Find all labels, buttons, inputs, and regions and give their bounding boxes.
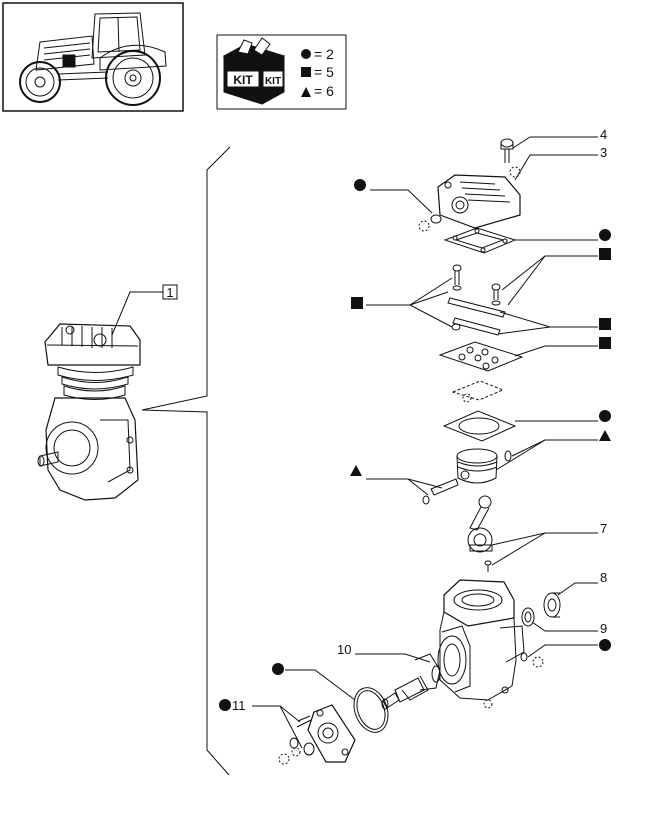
valve-strip-lower	[452, 317, 501, 336]
square-symbol-icon	[301, 67, 311, 77]
kit-legend: KIT KIT = 2 = 5 = 6	[216, 34, 347, 110]
callout-11: 11	[232, 698, 246, 713]
bearing	[521, 607, 535, 627]
crankcase	[437, 579, 525, 701]
connecting-rod	[467, 495, 493, 572]
kit-label-right: KIT	[265, 76, 281, 87]
kit-box-icon: KIT KIT	[222, 37, 286, 105]
triangle-symbol-icon	[301, 87, 311, 97]
leader-lines	[252, 136, 598, 749]
callout-3: 3	[600, 145, 607, 160]
circle-callout-icon	[219, 699, 231, 711]
piston-pin	[430, 478, 459, 496]
callout-7: 7	[600, 521, 607, 536]
callout-symbols	[219, 179, 611, 711]
legend-circle-count: = 2	[314, 46, 334, 62]
valve-strip-upper	[447, 297, 506, 318]
square-callout-icon	[599, 248, 611, 260]
location-marker	[62, 54, 76, 68]
callout-numbers: 4 3 7 8 9 10 11	[232, 127, 607, 713]
cylinder-head	[437, 174, 521, 229]
tractor-thumbnail	[2, 2, 184, 112]
bracket-lower	[141, 409, 230, 776]
head-gasket	[443, 227, 517, 254]
circle-callout-icon	[599, 229, 611, 241]
kit-label-left: KIT	[233, 73, 253, 87]
end-cover	[278, 704, 356, 765]
square-callout-icon	[351, 297, 363, 309]
crankshaft	[381, 653, 441, 710]
head-bolt	[500, 138, 521, 178]
kit-legend-frame	[216, 34, 347, 110]
square-callout-icon	[599, 337, 611, 349]
assembly-label: 1	[166, 285, 173, 300]
valve-screws	[452, 264, 501, 306]
o-ring	[353, 687, 389, 733]
bracket-upper	[141, 146, 231, 411]
callout-4: 4	[600, 127, 607, 142]
circle-callout-icon	[272, 663, 284, 675]
circle-callout-icon	[354, 179, 366, 191]
triangle-callout-icon	[350, 465, 362, 476]
valve-plate	[438, 341, 524, 372]
oil-seal	[543, 592, 561, 618]
circle-symbol-icon	[301, 49, 311, 59]
circle-callout-icon	[599, 639, 611, 651]
callout-8: 8	[600, 570, 607, 585]
triangle-callout-icon	[599, 430, 611, 441]
assembly-leader	[111, 291, 163, 336]
exploded-parts	[278, 138, 561, 765]
callout-9: 9	[600, 621, 607, 636]
callout-10: 10	[337, 642, 351, 657]
circle-callout-icon	[599, 410, 611, 422]
compressor-assembly: 1	[37, 284, 178, 501]
legend-square-count: = 5	[314, 64, 334, 80]
piston	[456, 448, 512, 484]
square-callout-icon	[599, 318, 611, 330]
tractor-icon	[19, 12, 167, 106]
cylinder-gasket	[442, 410, 517, 442]
legend-triangle-count: = 6	[314, 83, 334, 99]
thumbnail-frame	[2, 2, 184, 112]
